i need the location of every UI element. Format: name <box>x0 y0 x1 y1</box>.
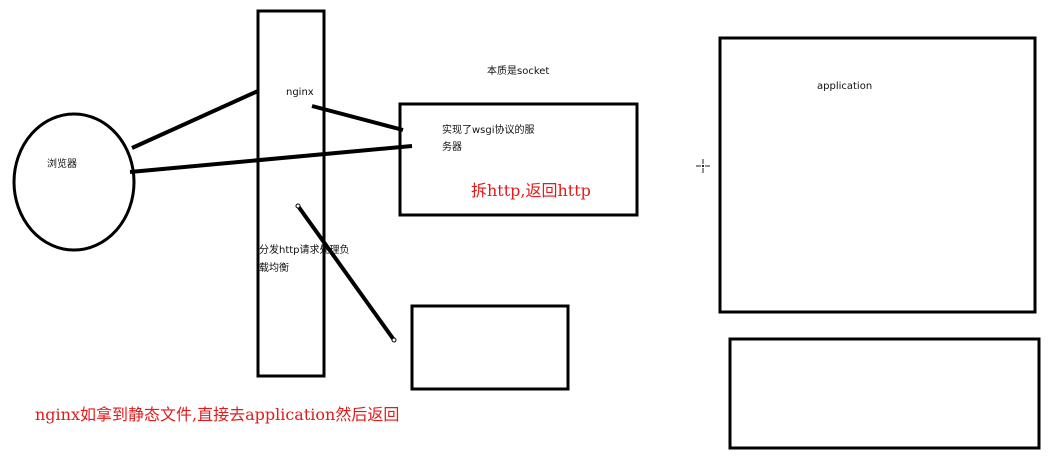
browser-to-nginx-line <box>131 89 259 150</box>
crosshair-cursor-icon <box>696 159 710 173</box>
application-node <box>718 36 1037 314</box>
browser-label: 浏览器 <box>47 159 77 170</box>
dispatch-label-line2: 载均衡 <box>259 263 289 274</box>
socket-note-label: 本质是socket <box>487 66 550 77</box>
static-box-node <box>410 304 570 391</box>
nginx-node <box>256 9 326 378</box>
static-file-annotation: nginx如拿到静态文件,直接去application然后返回 <box>35 405 400 424</box>
nginx-to-wsgi-line <box>311 104 404 132</box>
wsgi-server-label-line2: 务器 <box>442 142 462 153</box>
browser-node <box>12 112 136 252</box>
nginx-label: nginx <box>286 87 314 98</box>
browser-to-wsgi-line <box>129 144 413 174</box>
nginx-to-static-line <box>296 204 396 342</box>
static-line-end-dot <box>391 337 397 343</box>
wsgi-annotation: 拆http,返回http <box>471 181 591 200</box>
bottom-right-box-node <box>728 337 1041 450</box>
wsgi-server-label-line1: 实现了wsgi协议的服 <box>442 125 535 136</box>
wsgi-server-node <box>398 102 639 217</box>
dispatch-label-line1: 分发http请求处理负 <box>259 245 350 256</box>
application-label: application <box>817 81 873 92</box>
static-line-start-dot <box>295 203 301 209</box>
